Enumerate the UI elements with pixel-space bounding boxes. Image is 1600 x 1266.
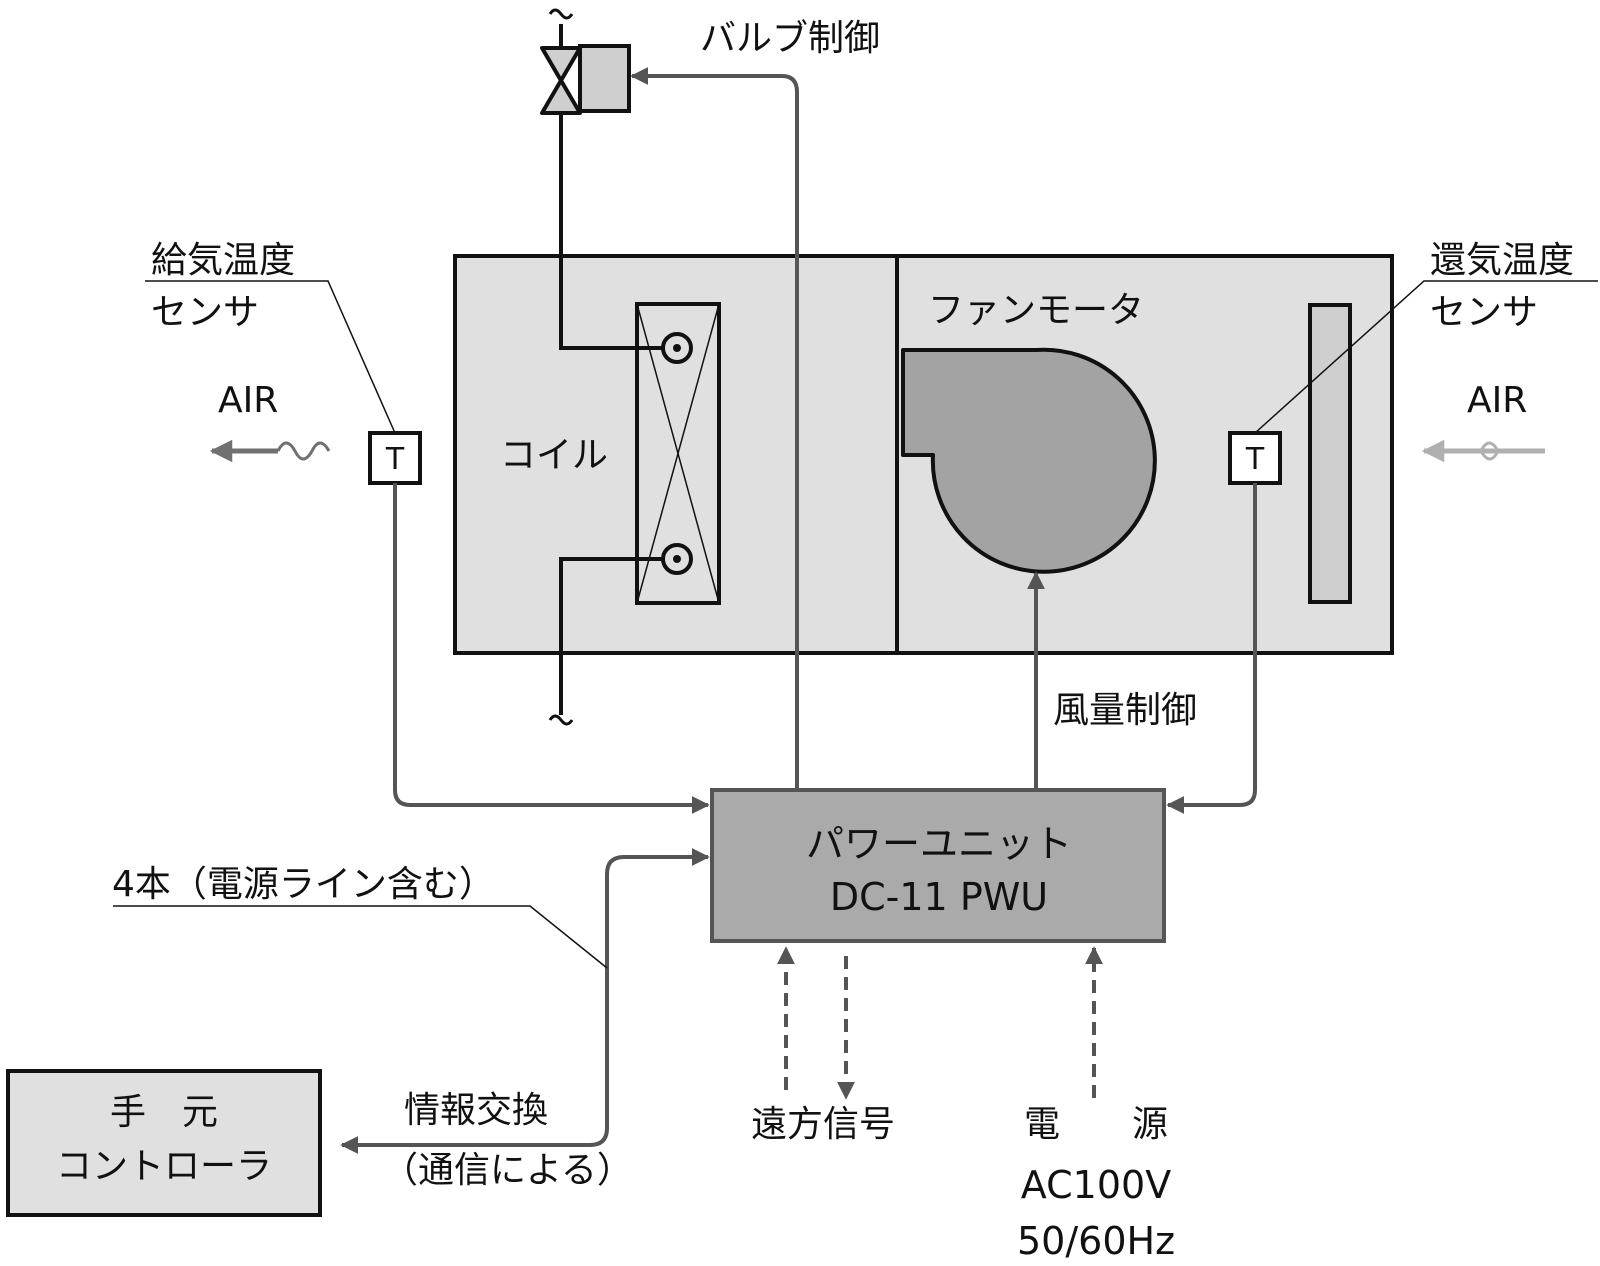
coil-label: コイル: [500, 435, 608, 476]
pipe-break-top-icon: [548, 8, 574, 20]
frequency-label: 50/60Hz: [1017, 1219, 1175, 1263]
return-sensor-leader: [1254, 280, 1598, 434]
cable-note-leader: [113, 905, 608, 969]
controller-label-2: コントローラ: [56, 1146, 272, 1187]
return-sensor-symbol: T: [1245, 442, 1265, 477]
supply-water-pipe: [559, 113, 663, 350]
local-controller-box: [6, 1069, 322, 1217]
supply-sensor-leader: [145, 280, 396, 434]
return-sensor-label-2: センサ: [1430, 292, 1538, 333]
supply-sensor-signal-line: [393, 483, 710, 814]
remote-signal-label: 遠方信号: [751, 1104, 895, 1145]
airflow-control-label: 風量制御: [1053, 690, 1197, 731]
power-source-label: 電 源: [1024, 1104, 1168, 1145]
supply-sensor-symbol: T: [385, 442, 405, 477]
via-comm-label: （通信による）: [382, 1150, 633, 1191]
return-water-pipe: [559, 557, 663, 715]
valve-control-label: バルブ制御: [700, 18, 880, 59]
power-unit-box: [710, 788, 1166, 943]
air-in-arrow-icon: [1421, 439, 1545, 463]
air-out-arrow-icon: [209, 439, 331, 463]
fan-motor-icon: [901, 347, 1157, 574]
ac-voltage-label: AC100V: [1021, 1163, 1171, 1207]
power-unit-label-1: パワーユニット: [806, 822, 1072, 866]
cable-note-label: 4本（電源ライン含む）: [112, 864, 495, 905]
controller-comm-line: [340, 848, 710, 1154]
return-sensor-signal-line: [1166, 483, 1257, 814]
air-filter: [1308, 303, 1352, 604]
pipe-break-bottom-icon: [548, 714, 574, 726]
supply-sensor-label-1: 給気温度: [151, 240, 295, 281]
supply-sensor-label-2: センサ: [151, 292, 259, 333]
air-in-label: AIR: [1467, 380, 1527, 421]
controller-label-1: 手 元: [110, 1092, 218, 1133]
info-exchange-label: 情報交換: [404, 1090, 548, 1131]
control-valve-icon: [540, 44, 631, 115]
coil: [635, 302, 721, 605]
power-unit-label-2: DC-11 PWU: [830, 875, 1048, 919]
valve-control-line: [630, 67, 799, 790]
fan-motor-label: ファンモータ: [928, 290, 1144, 331]
air-out-label: AIR: [218, 380, 278, 421]
return-sensor-label-1: 還気温度: [1430, 240, 1574, 281]
